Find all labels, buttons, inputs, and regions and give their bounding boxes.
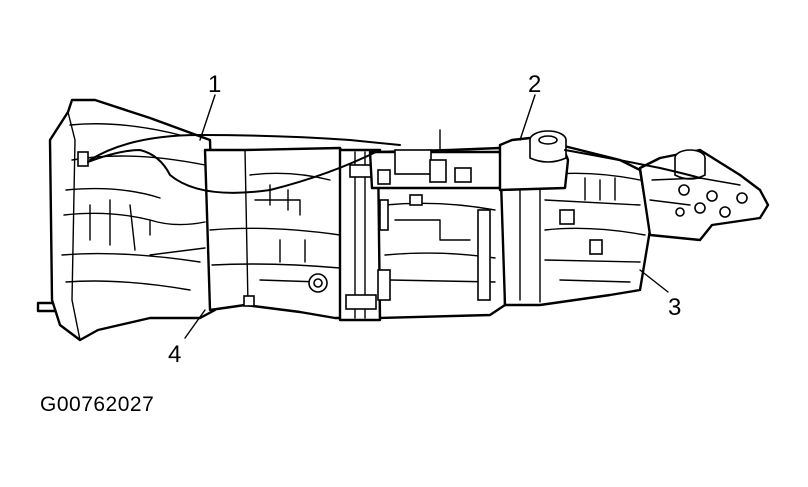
shifter-tower — [498, 130, 570, 192]
leader-lines — [184, 94, 669, 339]
callout-3: 3 — [668, 294, 681, 321]
center-case — [376, 146, 507, 320]
main-case — [203, 146, 352, 320]
callout-4: 4 — [168, 341, 181, 368]
callout-1: 1 — [208, 71, 221, 98]
intermediate-plate — [338, 148, 382, 322]
rear-adapter — [638, 148, 770, 242]
wire-harness — [87, 129, 701, 194]
callout-2: 2 — [528, 71, 541, 98]
shift-cover — [368, 149, 504, 190]
figure-id: G00762027 — [40, 393, 155, 416]
